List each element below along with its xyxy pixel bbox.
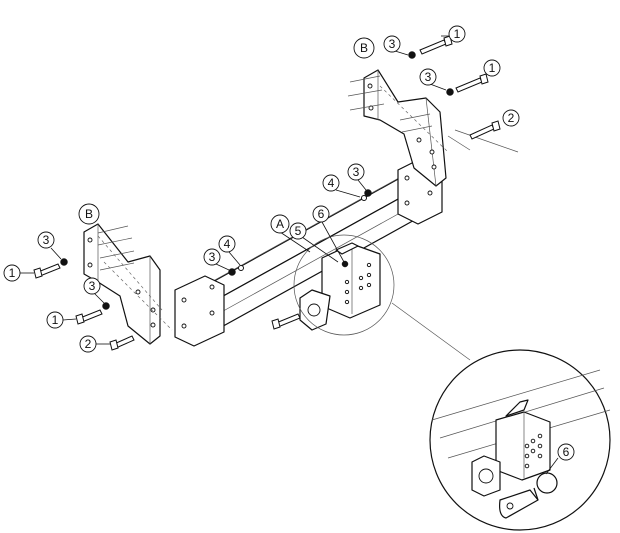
callout-4-beam-label: 4 [328,176,335,190]
callout-A: A [270,214,311,253]
washer-right [361,189,372,201]
callout-2-right: 2 [502,109,520,127]
callout-1-left-mid-label: 1 [52,313,59,327]
callout-2-left-label: 2 [85,337,92,351]
bolt-left-3 [109,335,135,351]
callout-1-right: 1 [483,59,501,77]
callout-3-right-label: 3 [425,70,432,84]
callout-6-detail: 6 [545,443,575,475]
callout-6-receiver-label: 6 [318,207,325,221]
callout-1-top-label: 1 [454,27,461,41]
callout-5: 5 [289,222,339,263]
callout-3-left-mid-label: 3 [89,279,96,293]
callout-A-label: A [276,217,284,231]
callout-B-right: B [353,37,375,59]
callout-1-left-top-label: 1 [9,266,16,280]
callout-4-center: 4 [218,235,241,266]
callout-1-right-label: 1 [489,61,496,75]
callout-3-left-top-label: 3 [43,233,50,247]
bolt-left-1 [33,263,61,279]
callout-3-left-top: 3 [37,231,62,260]
detail-circle [293,234,471,361]
beam-end-plate-left [174,275,225,347]
bolt-left-2 [75,309,103,325]
bolt-socket [271,313,301,330]
callout-4-beam: 4 [322,174,361,198]
bolt-top-3 [469,120,501,140]
chassis-rail-hint-right [347,75,519,153]
nut-top-2 [446,88,454,96]
callout-3-center: 3 [203,248,230,271]
callout-3-top-label: 3 [389,37,396,51]
chassis-rail-hint-left [97,225,135,271]
detail-view [429,349,611,531]
callout-3-left-mid: 3 [83,277,105,304]
callout-5-label: 5 [295,224,302,238]
callout-2-right-label: 2 [508,111,515,125]
callout-3-beam: 3 [347,163,367,191]
bolt-top-2 [455,73,489,93]
callout-3-center-label: 3 [209,250,216,264]
callout-B-left: B [78,203,100,225]
nut-left-1 [60,258,68,266]
callout-4-center-label: 4 [224,237,231,251]
callout-2-left: 2 [79,335,110,353]
socket-plate [299,289,331,331]
callout-3-top: 3 [383,35,409,56]
nut-top-1 [408,51,416,59]
callout-1-left-top: 1 [3,264,34,282]
callout-1-top: 1 [441,25,466,43]
nut-left-2 [102,302,110,310]
callout-6-receiver: 6 [312,205,345,263]
callout-6-detail-label: 6 [563,445,570,459]
callout-B-right-label: B [360,41,368,55]
bolt-top-1 [419,35,453,55]
side-bracket-left [83,223,173,345]
callout-B-left-label: B [85,207,93,221]
callout-3-right: 3 [419,68,447,91]
receiver-plate [321,242,381,319]
callout-1-left-mid: 1 [46,311,77,329]
callout-3-beam-label: 3 [353,165,360,179]
washer-center [228,265,244,276]
side-bracket-right [363,69,449,187]
